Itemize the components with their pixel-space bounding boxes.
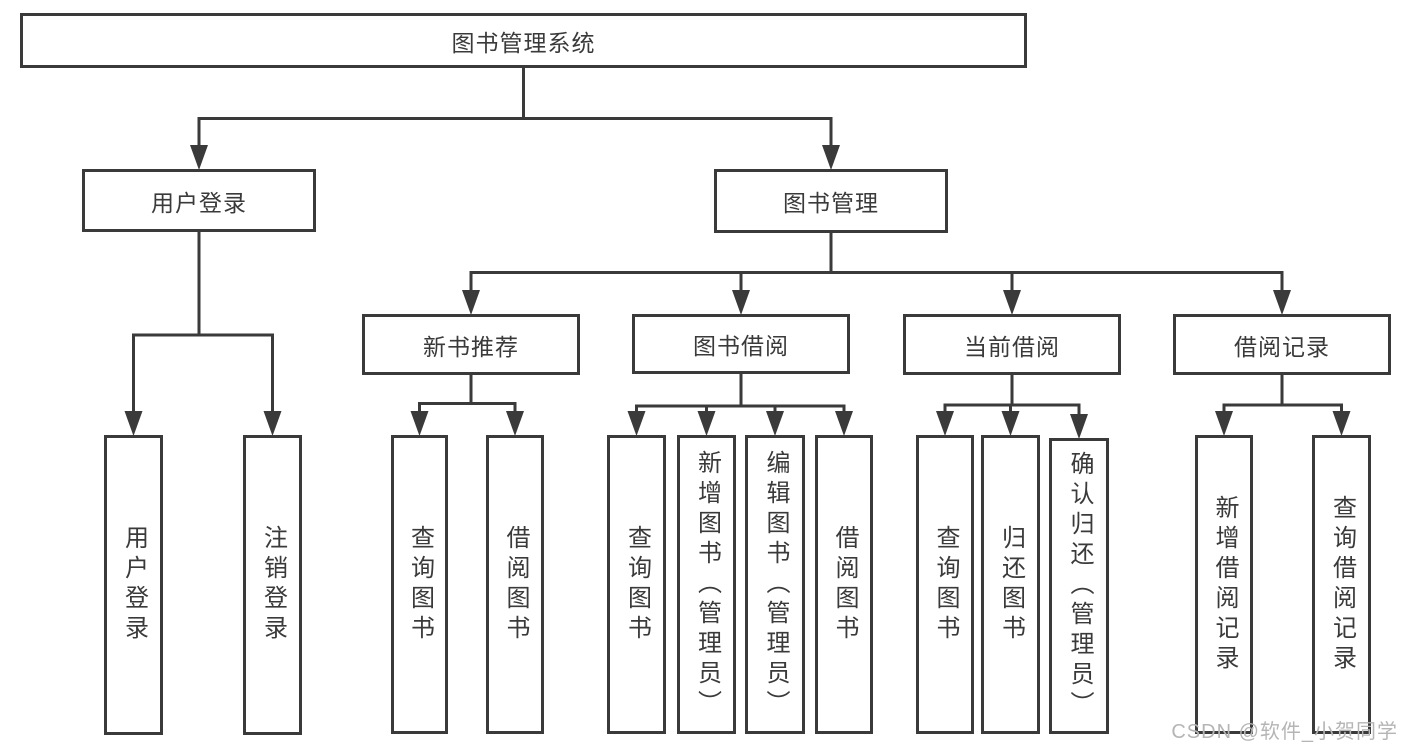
leaf-logout: 注销登录 [243, 435, 302, 735]
leaf-return-books: 归还图书 [981, 435, 1040, 734]
node-new-book-recommend-label: 新书推荐 [423, 333, 519, 360]
node-book-borrow-label: 图书借阅 [693, 333, 789, 359]
leaf-borrow-books-recommend-label: 借阅图书 [502, 524, 529, 645]
leaf-borrow-books-label: 借阅图书 [831, 524, 858, 645]
leaf-return-books-label: 归还图书 [997, 524, 1025, 645]
leaf-logout-label: 注销登录 [259, 525, 287, 645]
leaf-borrow-books-recommend: 借阅图书 [486, 435, 544, 734]
node-root: 图书管理系统 [20, 13, 1027, 68]
leaf-edit-books-admin: 编辑图书（管理员） [745, 435, 805, 734]
leaf-query-books-recommend: 查询图书 [391, 435, 448, 734]
leaf-query-borrow-record: 查询借阅记录 [1312, 435, 1371, 734]
leaf-confirm-return-admin: 确认归还（管理员） [1049, 438, 1109, 734]
leaf-query-books-current-label: 查询图书 [932, 524, 959, 645]
node-book-management-label: 图书管理 [783, 190, 879, 216]
node-current-borrow: 当前借阅 [903, 314, 1121, 375]
node-root-label: 图书管理系统 [451, 29, 596, 56]
node-book-borrow: 图书借阅 [632, 314, 850, 374]
node-current-borrow-label: 当前借阅 [964, 333, 1060, 360]
leaf-query-books-borrow: 查询图书 [607, 435, 666, 734]
node-user-login: 用户登录 [82, 169, 316, 232]
node-borrow-records-label: 借阅记录 [1234, 333, 1330, 360]
leaf-add-books-admin: 新增图书（管理员） [677, 435, 736, 734]
leaf-borrow-books: 借阅图书 [815, 435, 873, 734]
leaf-query-books-current: 查询图书 [916, 435, 974, 734]
node-borrow-records: 借阅记录 [1173, 314, 1391, 375]
leaf-user-login: 用户登录 [104, 435, 163, 735]
leaf-add-borrow-record-label: 新增借阅记录 [1211, 494, 1238, 675]
leaf-query-borrow-record-label: 查询借阅记录 [1328, 494, 1356, 675]
leaf-query-books-recommend-label: 查询图书 [406, 524, 434, 645]
node-new-book-recommend: 新书推荐 [362, 314, 580, 375]
node-book-management: 图书管理 [714, 169, 948, 233]
leaf-confirm-return-admin-label: 确认归还（管理员） [1066, 451, 1093, 721]
leaf-user-login-label: 用户登录 [120, 525, 148, 645]
leaf-add-borrow-record: 新增借阅记录 [1195, 435, 1253, 734]
csdn-watermark: CSDN @软件_小贺同学 [1171, 721, 1398, 743]
leaf-add-books-admin-label: 新增图书（管理员） [693, 449, 721, 720]
leaf-edit-books-admin-label: 编辑图书（管理员） [762, 449, 789, 720]
node-user-login-label: 用户登录 [151, 189, 247, 216]
leaf-query-books-borrow-label: 查询图书 [623, 524, 651, 645]
